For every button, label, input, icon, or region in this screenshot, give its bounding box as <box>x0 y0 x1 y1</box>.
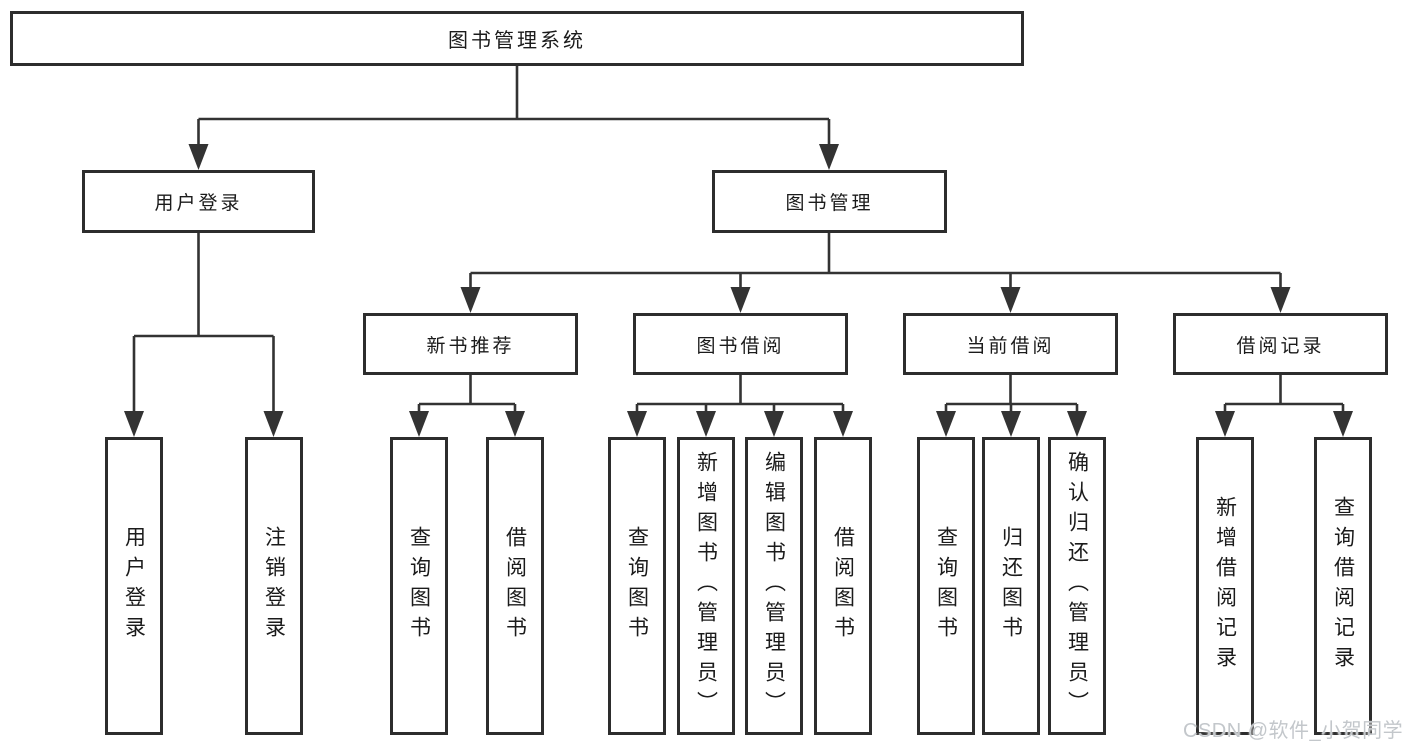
node-user-login: 用户登录 <box>82 170 315 233</box>
leaf-logout: 注销登录 <box>245 437 303 735</box>
leaf-borrow-borrow-books: 借阅图书 <box>814 437 872 735</box>
leaf-edit-book-admin-label: 编辑图书（管理员） <box>762 451 786 721</box>
leaf-add-borrow-record-label: 新增借阅记录 <box>1213 496 1237 676</box>
node-new-book-recommend: 新书推荐 <box>363 313 578 375</box>
node-new-book-recommend-label: 新书推荐 <box>426 335 515 357</box>
leaf-edit-book-admin: 编辑图书（管理员） <box>745 437 803 735</box>
leaf-logout-label: 注销登录 <box>262 526 286 646</box>
node-book-management: 图书管理 <box>712 170 947 233</box>
leaf-add-borrow-record: 新增借阅记录 <box>1196 437 1254 735</box>
node-book-management-label: 图书管理 <box>785 193 874 214</box>
node-root: 图书管理系统 <box>10 11 1024 66</box>
leaf-borrow-query-books-label: 查询图书 <box>625 526 649 646</box>
leaf-add-book-admin: 新增图书（管理员） <box>677 437 735 735</box>
leaf-recommend-query-books-label: 查询图书 <box>407 526 431 646</box>
leaf-query-borrow-record-label: 查询借阅记录 <box>1331 496 1355 676</box>
node-current-borrow: 当前借阅 <box>903 313 1118 375</box>
leaf-recommend-borrow-books-label: 借阅图书 <box>503 526 527 646</box>
leaf-current-query-books: 查询图书 <box>917 437 975 735</box>
node-borrow-records-label: 借阅记录 <box>1236 335 1325 357</box>
leaf-recommend-borrow-books: 借阅图书 <box>486 437 544 735</box>
node-book-borrow-label: 图书借阅 <box>696 335 785 357</box>
leaf-confirm-return-admin: 确认归还（管理员） <box>1048 437 1106 735</box>
node-user-login-label: 用户登录 <box>154 193 243 214</box>
node-current-borrow-label: 当前借阅 <box>966 335 1055 357</box>
leaf-confirm-return-admin-label: 确认归还（管理员） <box>1065 451 1089 721</box>
leaf-recommend-query-books: 查询图书 <box>390 437 448 735</box>
leaf-user-login: 用户登录 <box>105 437 163 735</box>
leaf-user-login-label: 用户登录 <box>122 526 146 646</box>
leaf-return-book: 归还图书 <box>982 437 1040 735</box>
node-root-label: 图书管理系统 <box>448 30 586 52</box>
leaf-return-book-label: 归还图书 <box>999 526 1023 646</box>
node-borrow-records: 借阅记录 <box>1173 313 1388 375</box>
csdn-watermark: CSDN @软件_小贺同学 <box>1183 720 1404 742</box>
leaf-current-query-books-label: 查询图书 <box>934 526 958 646</box>
node-book-borrow: 图书借阅 <box>633 313 848 375</box>
leaf-add-book-admin-label: 新增图书（管理员） <box>694 451 718 721</box>
leaf-query-borrow-record: 查询借阅记录 <box>1314 437 1372 735</box>
leaf-borrow-query-books: 查询图书 <box>608 437 666 735</box>
leaf-borrow-borrow-books-label: 借阅图书 <box>831 526 855 646</box>
